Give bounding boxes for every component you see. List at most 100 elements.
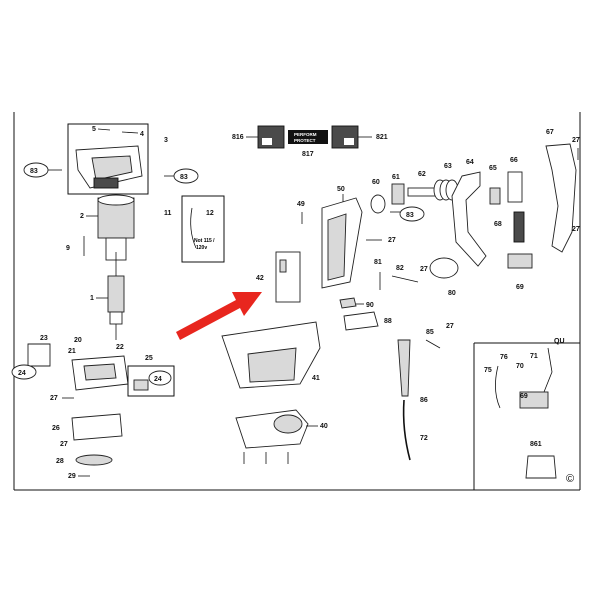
callout-70: 70 [516, 363, 524, 370]
callout-40: 40 [320, 423, 328, 430]
callout-83-c: 83 [406, 212, 414, 219]
part-66 [507, 171, 523, 203]
part-67-rear-handle [545, 143, 577, 253]
callout-81: 81 [374, 259, 382, 266]
callout-5: 5 [92, 126, 96, 133]
callout-1: 1 [90, 295, 94, 302]
callout-27-d: 27 [446, 323, 454, 330]
callout-83-b: 83 [180, 174, 188, 181]
callout-26: 26 [52, 425, 60, 432]
callout-61: 61 [392, 174, 400, 181]
part-75-wire [495, 365, 501, 409]
callout-24-a: 24 [18, 370, 26, 377]
callout-29: 29 [68, 473, 76, 480]
callout-68: 68 [494, 221, 502, 228]
callout-60: 60 [372, 179, 380, 186]
callout-76: 76 [500, 354, 508, 361]
callout-21: 21 [68, 348, 76, 355]
callout-821: 821 [376, 134, 388, 141]
part-80 [429, 257, 459, 279]
brand-text-2: PROTECT [294, 138, 316, 143]
part-26 [71, 413, 123, 441]
callout-25: 25 [145, 355, 153, 362]
part-wire-right [543, 347, 553, 393]
callout-75: 75 [484, 367, 492, 374]
brand-text-1: PERFORM [294, 132, 317, 137]
part-861-bag [525, 455, 557, 479]
copyright-mark: © [566, 473, 574, 485]
part-2-stator [97, 194, 135, 261]
callout-28: 28 [56, 458, 64, 465]
callout-3: 3 [164, 137, 168, 144]
callout-27-g: 27 [60, 441, 68, 448]
callout-qu: QU [554, 338, 565, 345]
callout-72: 72 [420, 435, 428, 442]
part-11-12-box [181, 195, 225, 263]
part-12-wire [190, 207, 197, 249]
callout-4: 4 [140, 131, 144, 138]
callout-50: 50 [337, 186, 345, 193]
part-25-box [127, 365, 175, 397]
callout-12: 12 [206, 210, 214, 217]
callout-11: 11 [164, 210, 172, 217]
callout-20: 20 [74, 337, 82, 344]
part-28-ring [75, 454, 113, 466]
callout-861: 861 [530, 441, 542, 448]
callout-66: 66 [510, 157, 518, 164]
highlight-arrow [176, 292, 262, 340]
callout-83-circle-c [399, 206, 425, 222]
callout-83-a: 83 [30, 168, 38, 175]
part-817-brand-label [288, 130, 328, 144]
callout-27-c: 27 [420, 266, 428, 273]
callout-64: 64 [466, 159, 474, 166]
callout-80: 80 [448, 290, 456, 297]
callout-62: 62 [418, 171, 426, 178]
callout-69-b: 69 [520, 393, 528, 400]
part-90 [339, 297, 357, 309]
callout-27-b: 27 [572, 226, 580, 233]
callout-24-circle-b [148, 370, 172, 386]
part-88 [343, 311, 379, 331]
callout-23: 23 [40, 335, 48, 342]
part-82 [391, 275, 419, 283]
callout-63: 63 [444, 163, 452, 170]
part-42 [275, 251, 301, 303]
part-62 [407, 187, 439, 197]
part-69-switch [507, 253, 533, 269]
callout-49: 49 [297, 201, 305, 208]
callout-817: 817 [302, 151, 314, 158]
part-68 [513, 211, 525, 243]
part-72-cord [402, 399, 411, 461]
callout-24-b: 24 [154, 376, 162, 383]
part-1-armature [107, 252, 125, 340]
part-86-cord-guard [397, 339, 411, 397]
callout-27-e: 27 [388, 237, 396, 244]
callout-816: 816 [232, 134, 244, 141]
callout-2: 2 [80, 213, 84, 220]
callout-67: 67 [546, 129, 554, 136]
note-line-1: Not 115 / [194, 238, 215, 244]
part-60 [370, 194, 386, 214]
callout-24-circle-a [11, 364, 37, 380]
callout-9: 9 [66, 245, 70, 252]
part-3-gear-housing [67, 123, 149, 195]
part-69-module [519, 391, 549, 409]
callout-88: 88 [384, 318, 392, 325]
callout-27-a: 27 [572, 137, 580, 144]
callout-86: 86 [420, 397, 428, 404]
callout-41: 41 [312, 375, 320, 382]
part-64-side-handle [451, 171, 487, 267]
part-65 [489, 187, 501, 205]
part-61 [391, 183, 405, 205]
callout-22: 22 [116, 344, 124, 351]
note-line-2: 120v [196, 245, 207, 251]
callout-27-f: 27 [50, 395, 58, 402]
callout-90: 90 [366, 302, 374, 309]
callout-82: 82 [396, 265, 404, 272]
callout-65: 65 [489, 165, 497, 172]
callout-71: 71 [530, 353, 538, 360]
callout-42: 42 [256, 275, 264, 282]
part-23 [27, 343, 51, 367]
